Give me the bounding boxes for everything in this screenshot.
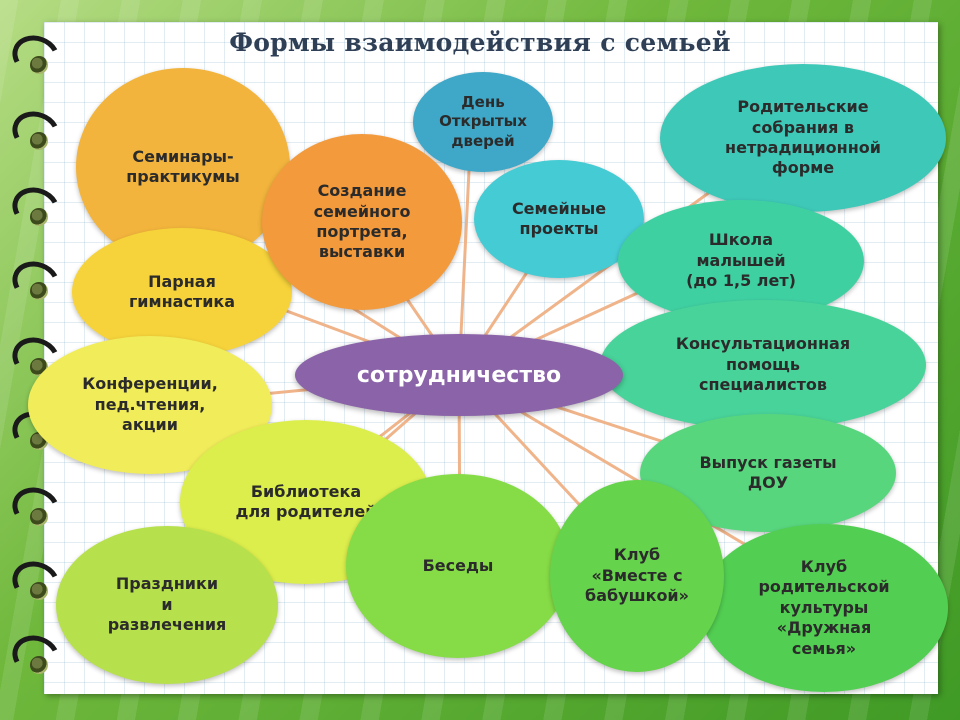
node-holidays: Праздники и развлечения	[56, 526, 278, 684]
binder-ring-icon	[6, 628, 70, 684]
node-family-portrait: Создание семейного портрета, выставки	[262, 134, 462, 310]
node-talks: Беседы	[346, 474, 570, 658]
binder-ring-icon	[6, 254, 70, 310]
node-family-projects: Семейные проекты	[474, 160, 644, 278]
binder-ring-icon	[6, 180, 70, 236]
center-node: сотрудничество	[295, 334, 623, 416]
binder-ring-icon	[6, 480, 70, 536]
node-club-culture: Клуб родительской культуры «Дружная семь…	[700, 524, 948, 692]
binder-ring-icon	[6, 104, 70, 160]
binder-ring-icon	[6, 554, 70, 610]
node-club-grandma: Клуб «Вместе с бабушкой»	[550, 480, 724, 672]
node-parent-meetings: Родительские собрания в нетрадиционной ф…	[660, 64, 946, 212]
node-pair-gymnastics: Парная гимнастика	[72, 228, 292, 356]
page-title: Формы взаимодействия с семьей	[229, 28, 731, 57]
notebook-rings	[0, 0, 90, 720]
node-open-day: День Открытых дверей	[413, 72, 553, 172]
node-specialist-consult: Консультационная помощь специалистов	[600, 300, 926, 430]
binder-ring-icon	[6, 28, 70, 84]
